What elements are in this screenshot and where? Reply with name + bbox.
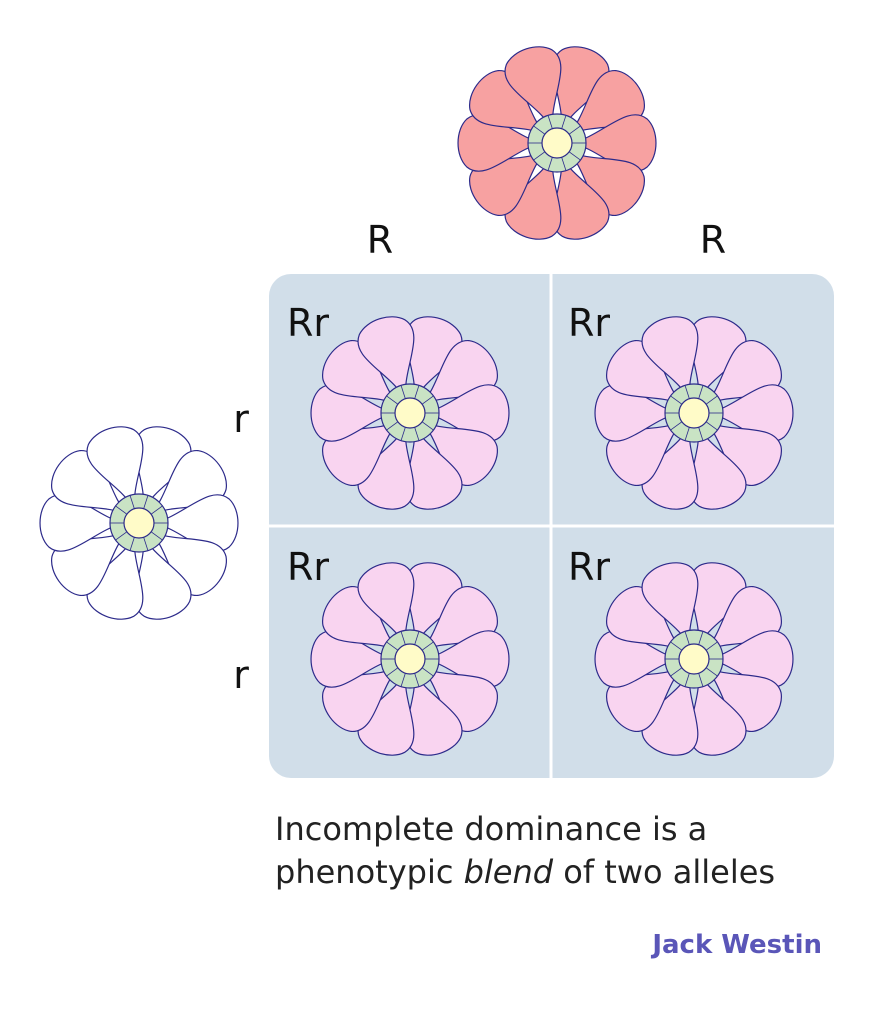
ring-divider xyxy=(670,395,683,405)
petals xyxy=(310,562,510,756)
caption: Incomplete dominance is a phenotypic ble… xyxy=(275,808,855,894)
flower-center xyxy=(394,643,426,675)
ring-divider xyxy=(670,641,683,651)
ring-divider xyxy=(561,115,567,129)
ring-divider xyxy=(705,667,718,677)
ring-divider xyxy=(568,125,581,135)
ring-divider xyxy=(414,673,420,687)
ring-divider xyxy=(400,631,406,645)
flower-center xyxy=(678,643,710,675)
ring-divider xyxy=(705,395,718,405)
ring-divider xyxy=(143,537,149,551)
genotype-label: Rr xyxy=(287,301,329,345)
ring-divider xyxy=(115,531,128,541)
brand-logo-text: Jack Westin xyxy=(652,930,822,960)
ring-divider xyxy=(547,157,553,171)
ring-divider xyxy=(684,631,690,645)
ring-divider xyxy=(115,505,128,515)
ring-divider xyxy=(421,641,434,651)
parent-white-flower xyxy=(39,426,239,620)
flower-center xyxy=(394,397,426,429)
petal xyxy=(641,562,699,646)
ring-divider xyxy=(129,495,135,509)
petal xyxy=(641,316,699,400)
ring-divider xyxy=(684,427,690,441)
ring-divider xyxy=(150,505,163,515)
genotype-label: Rr xyxy=(287,545,329,589)
offspring-pink-flower xyxy=(310,562,510,756)
ring-divider xyxy=(386,421,399,431)
ring-divider xyxy=(414,631,420,645)
ring-divider xyxy=(698,631,704,645)
offspring-pink-flower xyxy=(594,562,794,756)
ring-divider xyxy=(414,427,420,441)
petal xyxy=(86,426,144,510)
caption-line-1: Incomplete dominance is a xyxy=(275,810,708,848)
ring-divider xyxy=(400,385,406,399)
caption-text: phenotypic xyxy=(275,853,464,891)
ring-divider xyxy=(143,495,149,509)
ring-divider xyxy=(698,427,704,441)
petal xyxy=(357,562,415,646)
ring-divider xyxy=(705,641,718,651)
ring-divider xyxy=(386,395,399,405)
ring-divider xyxy=(670,421,683,431)
ring-divider xyxy=(421,421,434,431)
offspring-pink-flower xyxy=(310,316,510,510)
caption-emphasis: blend xyxy=(463,853,554,891)
ring-divider xyxy=(150,531,163,541)
top-allele-1: R xyxy=(367,218,393,262)
ring-divider xyxy=(421,395,434,405)
ring-divider xyxy=(129,537,135,551)
flower-center xyxy=(123,507,155,539)
petals xyxy=(594,562,794,756)
petals xyxy=(310,316,510,510)
left-allele-1: r xyxy=(233,397,249,441)
ring-divider xyxy=(386,641,399,651)
ring-divider xyxy=(533,151,546,161)
ring-divider xyxy=(698,673,704,687)
top-allele-2: R xyxy=(700,218,726,262)
petals xyxy=(39,426,239,620)
ring-divider xyxy=(561,157,567,171)
ring-divider xyxy=(386,667,399,677)
ring-divider xyxy=(414,385,420,399)
ring-divider xyxy=(684,385,690,399)
ring-divider xyxy=(547,115,553,129)
petal xyxy=(504,46,562,130)
ring-divider xyxy=(400,427,406,441)
genotype-label: Rr xyxy=(568,545,610,589)
caption-line-2: phenotypic blend of two alleles xyxy=(275,851,855,894)
flower-center xyxy=(541,127,573,159)
ring-divider xyxy=(670,667,683,677)
caption-text: of two alleles xyxy=(553,853,776,891)
petals xyxy=(457,46,657,240)
flower-center xyxy=(678,397,710,429)
offspring-pink-flower xyxy=(594,316,794,510)
ring-divider xyxy=(421,667,434,677)
genotype-label: Rr xyxy=(568,301,610,345)
ring-divider xyxy=(684,673,690,687)
parent-red-flower xyxy=(457,46,657,240)
petal xyxy=(357,316,415,400)
left-allele-2: r xyxy=(233,653,249,697)
ring-divider xyxy=(705,421,718,431)
ring-divider xyxy=(568,151,581,161)
ring-divider xyxy=(400,673,406,687)
ring-divider xyxy=(698,385,704,399)
petals xyxy=(594,316,794,510)
ring-divider xyxy=(533,125,546,135)
